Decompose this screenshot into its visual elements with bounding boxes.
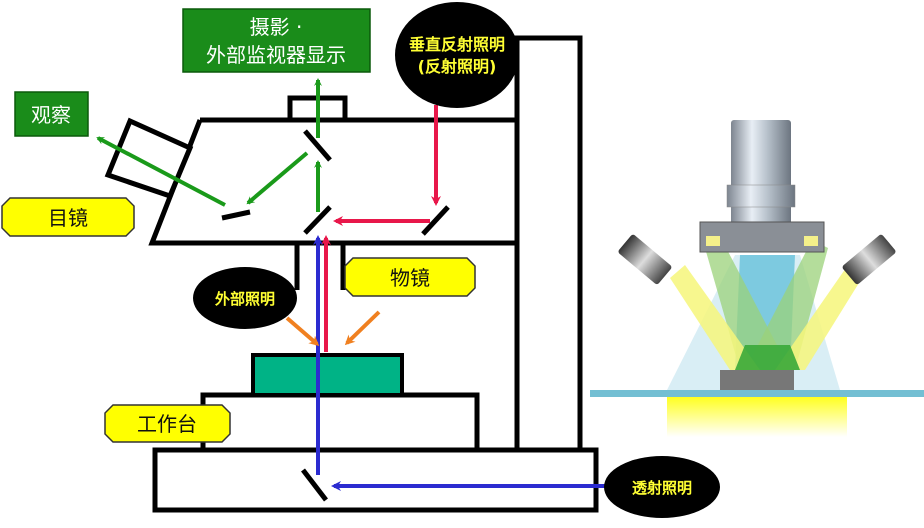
lens-focus-ring [726, 184, 796, 208]
svg-text:物镜: 物镜 [390, 266, 430, 290]
mirror-beam-splitter [303, 205, 332, 235]
svg-text:观察: 观察 [31, 103, 71, 127]
lens-barrel [731, 120, 791, 225]
svg-text:透射照明: 透射照明 [632, 479, 692, 497]
orange-arrow-right [344, 310, 381, 346]
head-body [148, 117, 517, 246]
light-paths [96, 78, 612, 491]
ring-led-left [706, 236, 720, 246]
mirror-camera [303, 129, 332, 162]
mirrors [221, 129, 450, 502]
eyepiece-tube [104, 117, 194, 200]
green-path-diag [246, 151, 309, 205]
mirror-eyepiece [221, 209, 251, 221]
transmitted-light-glow [667, 397, 847, 437]
svg-text:外部照明: 外部照明 [214, 290, 275, 308]
microscope-base [152, 447, 599, 513]
ring-light-housing [699, 221, 825, 253]
spot-lamp-left [618, 234, 672, 285]
transmitted-illumination-badge: 透射照明 [604, 456, 720, 518]
svg-text:目镜: 目镜 [48, 206, 88, 230]
eyepiece-label: 目镜 [1, 197, 135, 237]
svg-text:(反射照明): (反射照明) [418, 57, 497, 76]
spot-beam-left [670, 265, 760, 370]
mirror-base [301, 468, 328, 502]
vertical-illumination-badge: 垂直反射照明 (反射照明) [395, 2, 519, 108]
observe-label: 观察 [14, 91, 89, 137]
external-illumination-badge: 外部照明 [193, 267, 297, 329]
orange-arrow-left [285, 316, 320, 346]
green-path-observe [96, 136, 226, 207]
svg-text:垂直反射照明: 垂直反射照明 [409, 35, 505, 54]
stage-label: 工作台 [104, 404, 231, 443]
spot-beam-right [775, 265, 862, 370]
ring-light-beam-right [745, 240, 828, 370]
mirror-vertical-illum [421, 205, 450, 236]
svg-text:工作台: 工作台 [137, 412, 197, 436]
camera-label: 摄影 · 外部监视器显示 [182, 8, 371, 73]
spot-lamp-right [842, 234, 896, 285]
objective-body [294, 243, 346, 290]
stage-body [200, 392, 480, 450]
sample-block [720, 370, 794, 390]
lighting-illustration [590, 120, 924, 437]
specimen [251, 353, 404, 397]
camera-label-line1: 摄影 · [250, 15, 303, 39]
pillar-outer [510, 35, 583, 450]
camera-label-line2: 外部监视器显示 [206, 43, 346, 67]
glass-stage [590, 390, 924, 397]
objective-label: 物镜 [344, 257, 476, 297]
ring-led-right [804, 236, 818, 246]
